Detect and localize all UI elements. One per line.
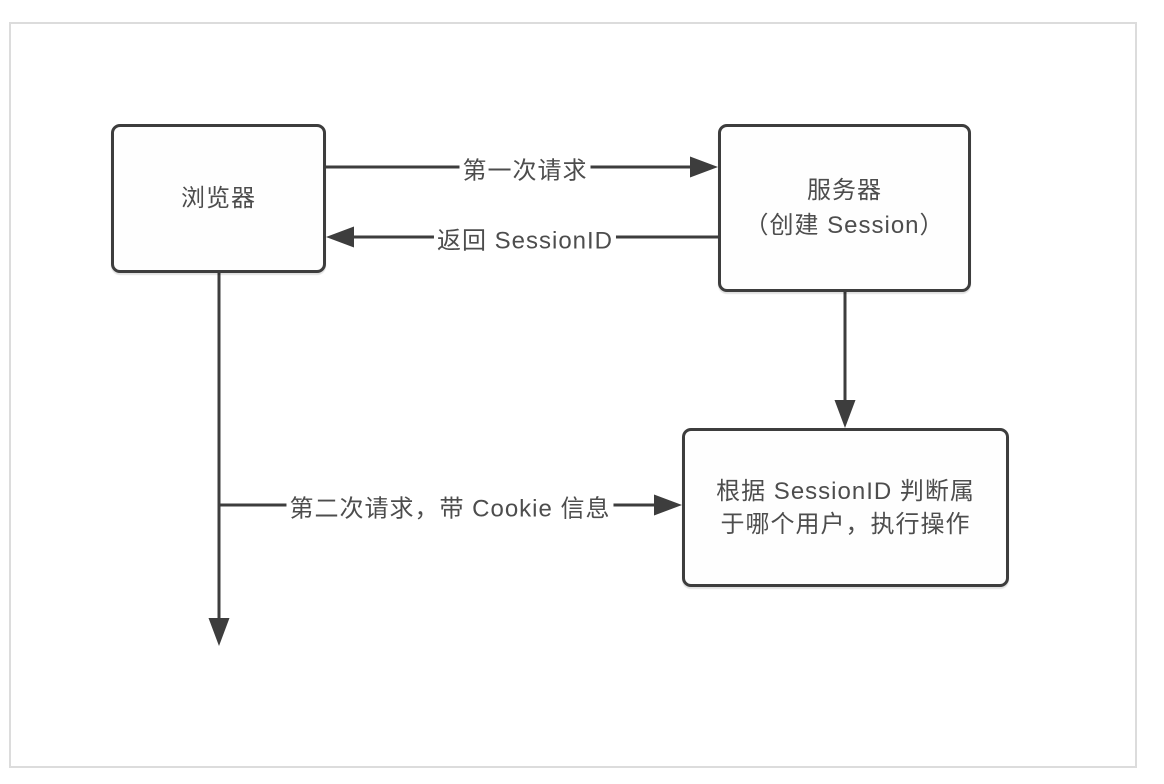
server-box: 服务器 （创建 Session） <box>718 124 971 292</box>
browser-box: 浏览器 <box>111 124 326 273</box>
return-sessionid-arrowhead <box>326 226 354 248</box>
browser-down-arrow <box>208 273 230 646</box>
session-handler-label-line2: 于哪个用户，执行操作 <box>720 510 971 538</box>
session-handler-box: 根据 SessionID 判断属 于哪个用户，执行操作 <box>682 428 1009 587</box>
first-request-label: 第一次请求 <box>459 150 591 186</box>
server-down-arrowhead <box>834 400 856 428</box>
browser-box-label: 浏览器 <box>181 185 256 212</box>
second-request-label: 第二次请求，带 Cookie 信息 <box>286 488 614 524</box>
return-sessionid-label: 返回 SessionID <box>433 220 617 256</box>
server-box-label-line1: 服务器 <box>807 177 882 204</box>
server-down-arrow <box>834 292 856 428</box>
session-handler-label-line1: 根据 SessionID 判断属 <box>716 477 975 505</box>
browser-down-arrowhead <box>208 618 230 646</box>
first-request-arrowhead <box>690 156 718 178</box>
second-request-arrowhead <box>654 494 682 516</box>
server-box-label-line2: （创建 Session） <box>744 212 945 239</box>
